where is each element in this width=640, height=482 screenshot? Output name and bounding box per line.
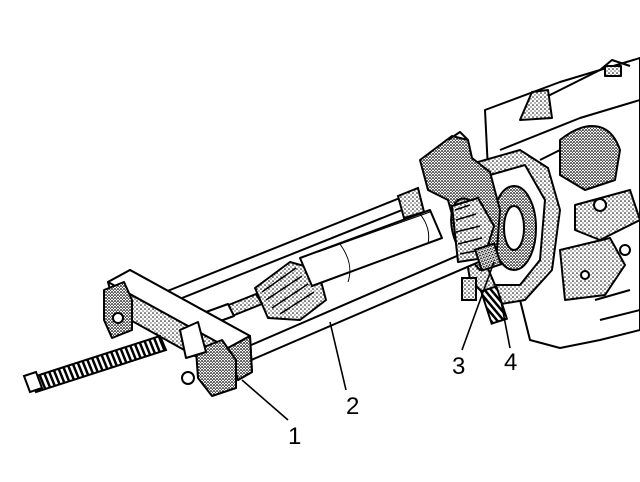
puller-crossbar: [103, 269, 253, 397]
leader-line-2: [329, 321, 347, 391]
callout-4: 4: [504, 349, 517, 376]
forcing-screw: [22, 334, 168, 394]
leader-line-4: [499, 295, 511, 349]
callout-1: 1: [288, 423, 301, 450]
jaw-bolts: [461, 242, 509, 325]
callouts: 1 2 3 4: [288, 349, 517, 450]
leader-line-1: [241, 379, 289, 421]
callout-3: 3: [452, 353, 465, 380]
leader-line-3: [461, 261, 495, 351]
shaft-assembly: [205, 197, 495, 325]
callout-2: 2: [346, 393, 359, 420]
leader-lines: [241, 261, 511, 421]
